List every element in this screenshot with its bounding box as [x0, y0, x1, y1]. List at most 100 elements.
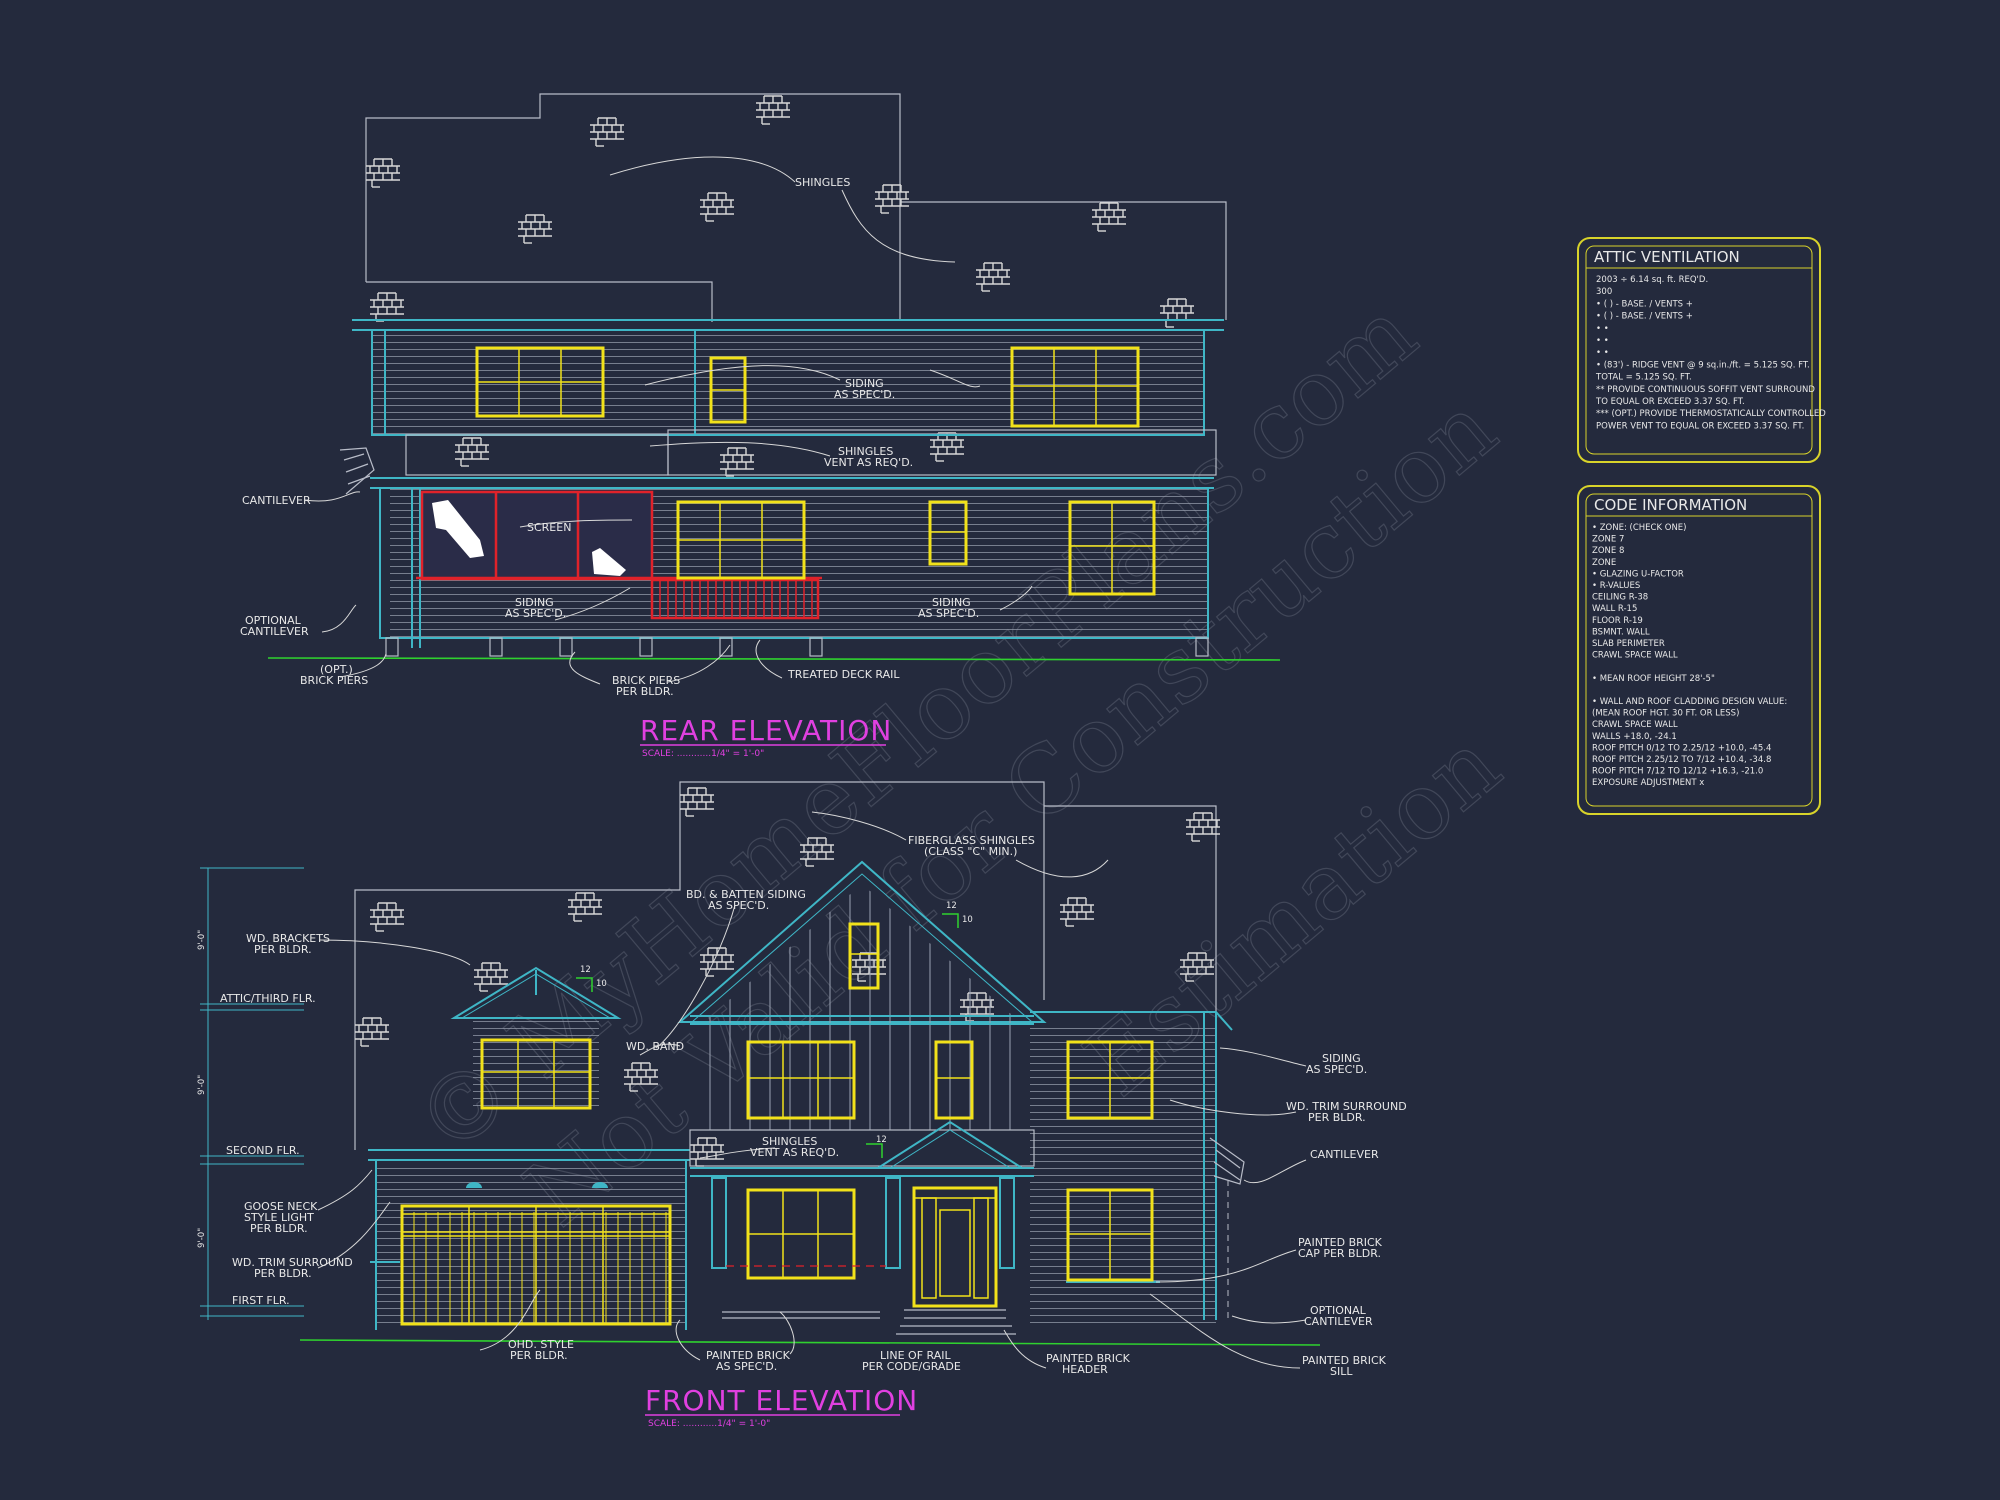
rear-elevation: SHINGLES SIDING AS SPEC'D. SHINGLES VENT…	[240, 93, 1281, 759]
attic-note-line: TOTAL = 5.125 SQ. FT.	[1595, 373, 1692, 383]
pitch-rise-porch: 12	[876, 1135, 887, 1145]
front-label-pbrick-1: PAINTED BRICK	[706, 1349, 791, 1362]
attic-ventilation-title: ATTIC VENTILATION	[1594, 248, 1740, 266]
front-label-batten-1: BD. & BATTEN SIDING	[686, 888, 806, 901]
code-information-notes: • ZONE: (CHECK ONE) ZONE 7 ZONE 8 ZONE• …	[1592, 523, 1787, 788]
front-elevation-title: FRONT ELEVATION	[645, 1384, 918, 1417]
code-note-line: ROOF PITCH 0/12 TO 2.25/12 +10.0, -45.4	[1592, 743, 1771, 753]
front-label-goose-1: GOOSE NECK	[244, 1200, 318, 1213]
code-note-line: CEILING R-38	[1592, 593, 1648, 603]
attic-note-line: TO EQUAL OR EXCEED 3.37 SQ. FT.	[1595, 397, 1745, 407]
front-label-brackets-2: PER BLDR.	[254, 943, 312, 956]
code-note-line: ZONE 8	[1592, 546, 1624, 556]
front-label-ohd-2: PER BLDR.	[510, 1349, 568, 1362]
front-label-trim-right-1: WD. TRIM SURROUND	[1286, 1100, 1407, 1113]
pitch-rise-main: 12	[946, 901, 957, 911]
code-note-line: ROOF PITCH 2.25/12 TO 7/12 +10.4, -34.8	[1592, 755, 1771, 765]
attic-note-line: • ( ) - BASE. / VENTS +	[1596, 299, 1693, 309]
attic-note-line: • •	[1596, 348, 1609, 358]
front-label-header-2: HEADER	[1062, 1363, 1108, 1376]
attic-note-line: *** (OPT.) PROVIDE THERMOSTATICALLY CONT…	[1596, 409, 1826, 419]
front-label-cantilever: CANTILEVER	[1310, 1148, 1379, 1161]
front-label-vent-1: SHINGLES	[762, 1135, 817, 1148]
code-note-line: ZONE 7	[1592, 535, 1624, 545]
dim-middle: 9'-0"	[197, 1075, 207, 1095]
front-label-attic-flr: ATTIC/THIRD FLR.	[220, 992, 316, 1005]
code-note-line: WALLS +18.0, -24.1	[1592, 732, 1677, 742]
attic-note-line: 2003 ÷ 6.14 sq. ft. REQ'D.	[1596, 275, 1708, 285]
front-label-header-1: PAINTED BRICK	[1046, 1352, 1131, 1365]
code-note-line: BSMNT. WALL	[1592, 627, 1650, 637]
rear-label-siding-l2: AS SPEC'D.	[505, 607, 566, 620]
code-note-line: ZONE	[1592, 558, 1616, 568]
pitch-run-left: 10	[596, 979, 607, 989]
front-label-brackets-1: WD. BRACKETS	[246, 932, 330, 945]
front-label-second-flr: SECOND FLR.	[226, 1144, 300, 1157]
code-note-line: FLOOR R-19	[1592, 616, 1643, 626]
front-label-band: WD. BAND	[626, 1040, 684, 1053]
attic-ventilation-notes: 2003 ÷ 6.14 sq. ft. REQ'D. 300 • ( ) - BAS…	[1595, 275, 1826, 431]
rear-label-siding-2: AS SPEC'D.	[834, 388, 895, 401]
rear-label-opt-cant-1: OPTIONAL	[245, 614, 302, 627]
code-information-panel: CODE INFORMATION • ZONE: (CHECK ONE) ZON…	[1577, 485, 1821, 815]
front-elevation: 9'-0" 9'-0" 9'-0" 12 10 12 10 12 FIBERGL…	[197, 781, 1407, 1429]
rear-label-opt-piers-2: BRICK PIERS	[300, 674, 368, 687]
rear-label-opt-cant-2: CANTILEVER	[240, 625, 309, 638]
front-label-opt-2: CANTILEVER	[1304, 1315, 1373, 1328]
rear-label-siding-l1: SIDING	[515, 596, 554, 609]
front-label-opt-1: OPTIONAL	[1310, 1304, 1367, 1317]
rear-label-screen: SCREEN	[527, 521, 571, 534]
front-label-trim-right-2: PER BLDR.	[1308, 1111, 1366, 1124]
front-label-goose-3: PER BLDR.	[250, 1222, 308, 1235]
attic-note-line: POWER VENT TO EQUAL OR EXCEED 3.37 SQ. F…	[1596, 421, 1804, 431]
front-label-siding-2: AS SPEC'D.	[1306, 1063, 1367, 1076]
code-note-line: CRAWL SPACE WALL	[1592, 651, 1678, 661]
rear-label-vent-2: VENT AS REQ'D.	[824, 456, 913, 469]
front-label-sill-2: SILL	[1330, 1365, 1353, 1378]
rear-label-piers-1: BRICK PIERS	[612, 674, 680, 687]
dim-upper: 9'-0"	[197, 930, 207, 950]
attic-note-line: • ( ) - BASE. / VENTS +	[1596, 312, 1693, 322]
code-note-line: EXPOSURE ADJUSTMENT x	[1592, 778, 1704, 788]
attic-note-line: • (83') - RIDGE VENT @ 9 sq.in./ft. = 5.…	[1596, 360, 1810, 370]
rear-label-cantilever: CANTILEVER	[242, 494, 311, 507]
attic-note-line: 300	[1596, 287, 1612, 297]
front-label-pbrick-2: AS SPEC'D.	[716, 1360, 777, 1373]
attic-note-line: • •	[1596, 324, 1609, 334]
rear-label-siding-r1: SIDING	[932, 596, 971, 609]
front-label-fiberglass-1: FIBERGLASS SHINGLES	[908, 834, 1035, 847]
front-label-trim-left-1: WD. TRIM SURROUND	[232, 1256, 353, 1269]
front-label-cap-2: CAP PER BLDR.	[1298, 1247, 1381, 1260]
rear-label-siding-1: SIDING	[845, 377, 884, 390]
dim-lower: 9'-0"	[197, 1228, 207, 1248]
front-label-vent-2: VENT AS REQ'D.	[750, 1146, 839, 1159]
code-note-line: • GLAZING U-FACTOR	[1592, 569, 1684, 579]
rear-label-deck-rail: TREATED DECK RAIL	[787, 668, 900, 681]
code-note-line: (MEAN ROOF HGT. 30 FT. OR LESS)	[1592, 709, 1739, 719]
front-label-batten-2: AS SPEC'D.	[708, 899, 769, 912]
attic-note-line: • •	[1596, 336, 1609, 346]
front-label-sill-1: PAINTED BRICK	[1302, 1354, 1387, 1367]
attic-note-line: ** PROVIDE CONTINUOUS SOFFIT VENT SURROU…	[1596, 385, 1815, 395]
code-note-line: • WALL AND ROOF CLADDING DESIGN VALUE:	[1592, 697, 1787, 707]
front-label-trim-left-2: PER BLDR.	[254, 1267, 312, 1280]
front-label-goose-2: STYLE LIGHT	[244, 1211, 314, 1224]
attic-ventilation-panel: ATTIC VENTILATION 2003 ÷ 6.14 sq. ft. RE…	[1577, 237, 1826, 463]
rear-label-piers-2: PER BLDR.	[616, 685, 674, 698]
rear-elevation-title: REAR ELEVATION	[640, 714, 892, 747]
front-label-rail-1: LINE OF RAIL	[880, 1349, 951, 1362]
pitch-run-main: 10	[962, 915, 973, 925]
pitch-rise-left: 12	[580, 965, 591, 975]
front-label-ohd-1: OHD. STYLE	[508, 1338, 574, 1351]
rear-label-siding-r2: AS SPEC'D.	[918, 607, 979, 620]
rear-label-vent-1: SHINGLES	[838, 445, 893, 458]
rear-label-opt-piers-1: (OPT.)	[320, 663, 353, 676]
front-label-first-flr: FIRST FLR.	[232, 1294, 290, 1307]
rear-label-shingles: SHINGLES	[795, 176, 850, 189]
code-note-line: SLAB PERIMETER	[1592, 639, 1665, 649]
front-elevation-scale: SCALE: ............1/4" = 1'-0"	[648, 1419, 770, 1429]
code-note-line: • ZONE: (CHECK ONE)	[1592, 523, 1686, 533]
front-label-rail-2: PER CODE/GRADE	[862, 1360, 961, 1373]
code-note-line: • R-VALUES	[1592, 581, 1640, 591]
